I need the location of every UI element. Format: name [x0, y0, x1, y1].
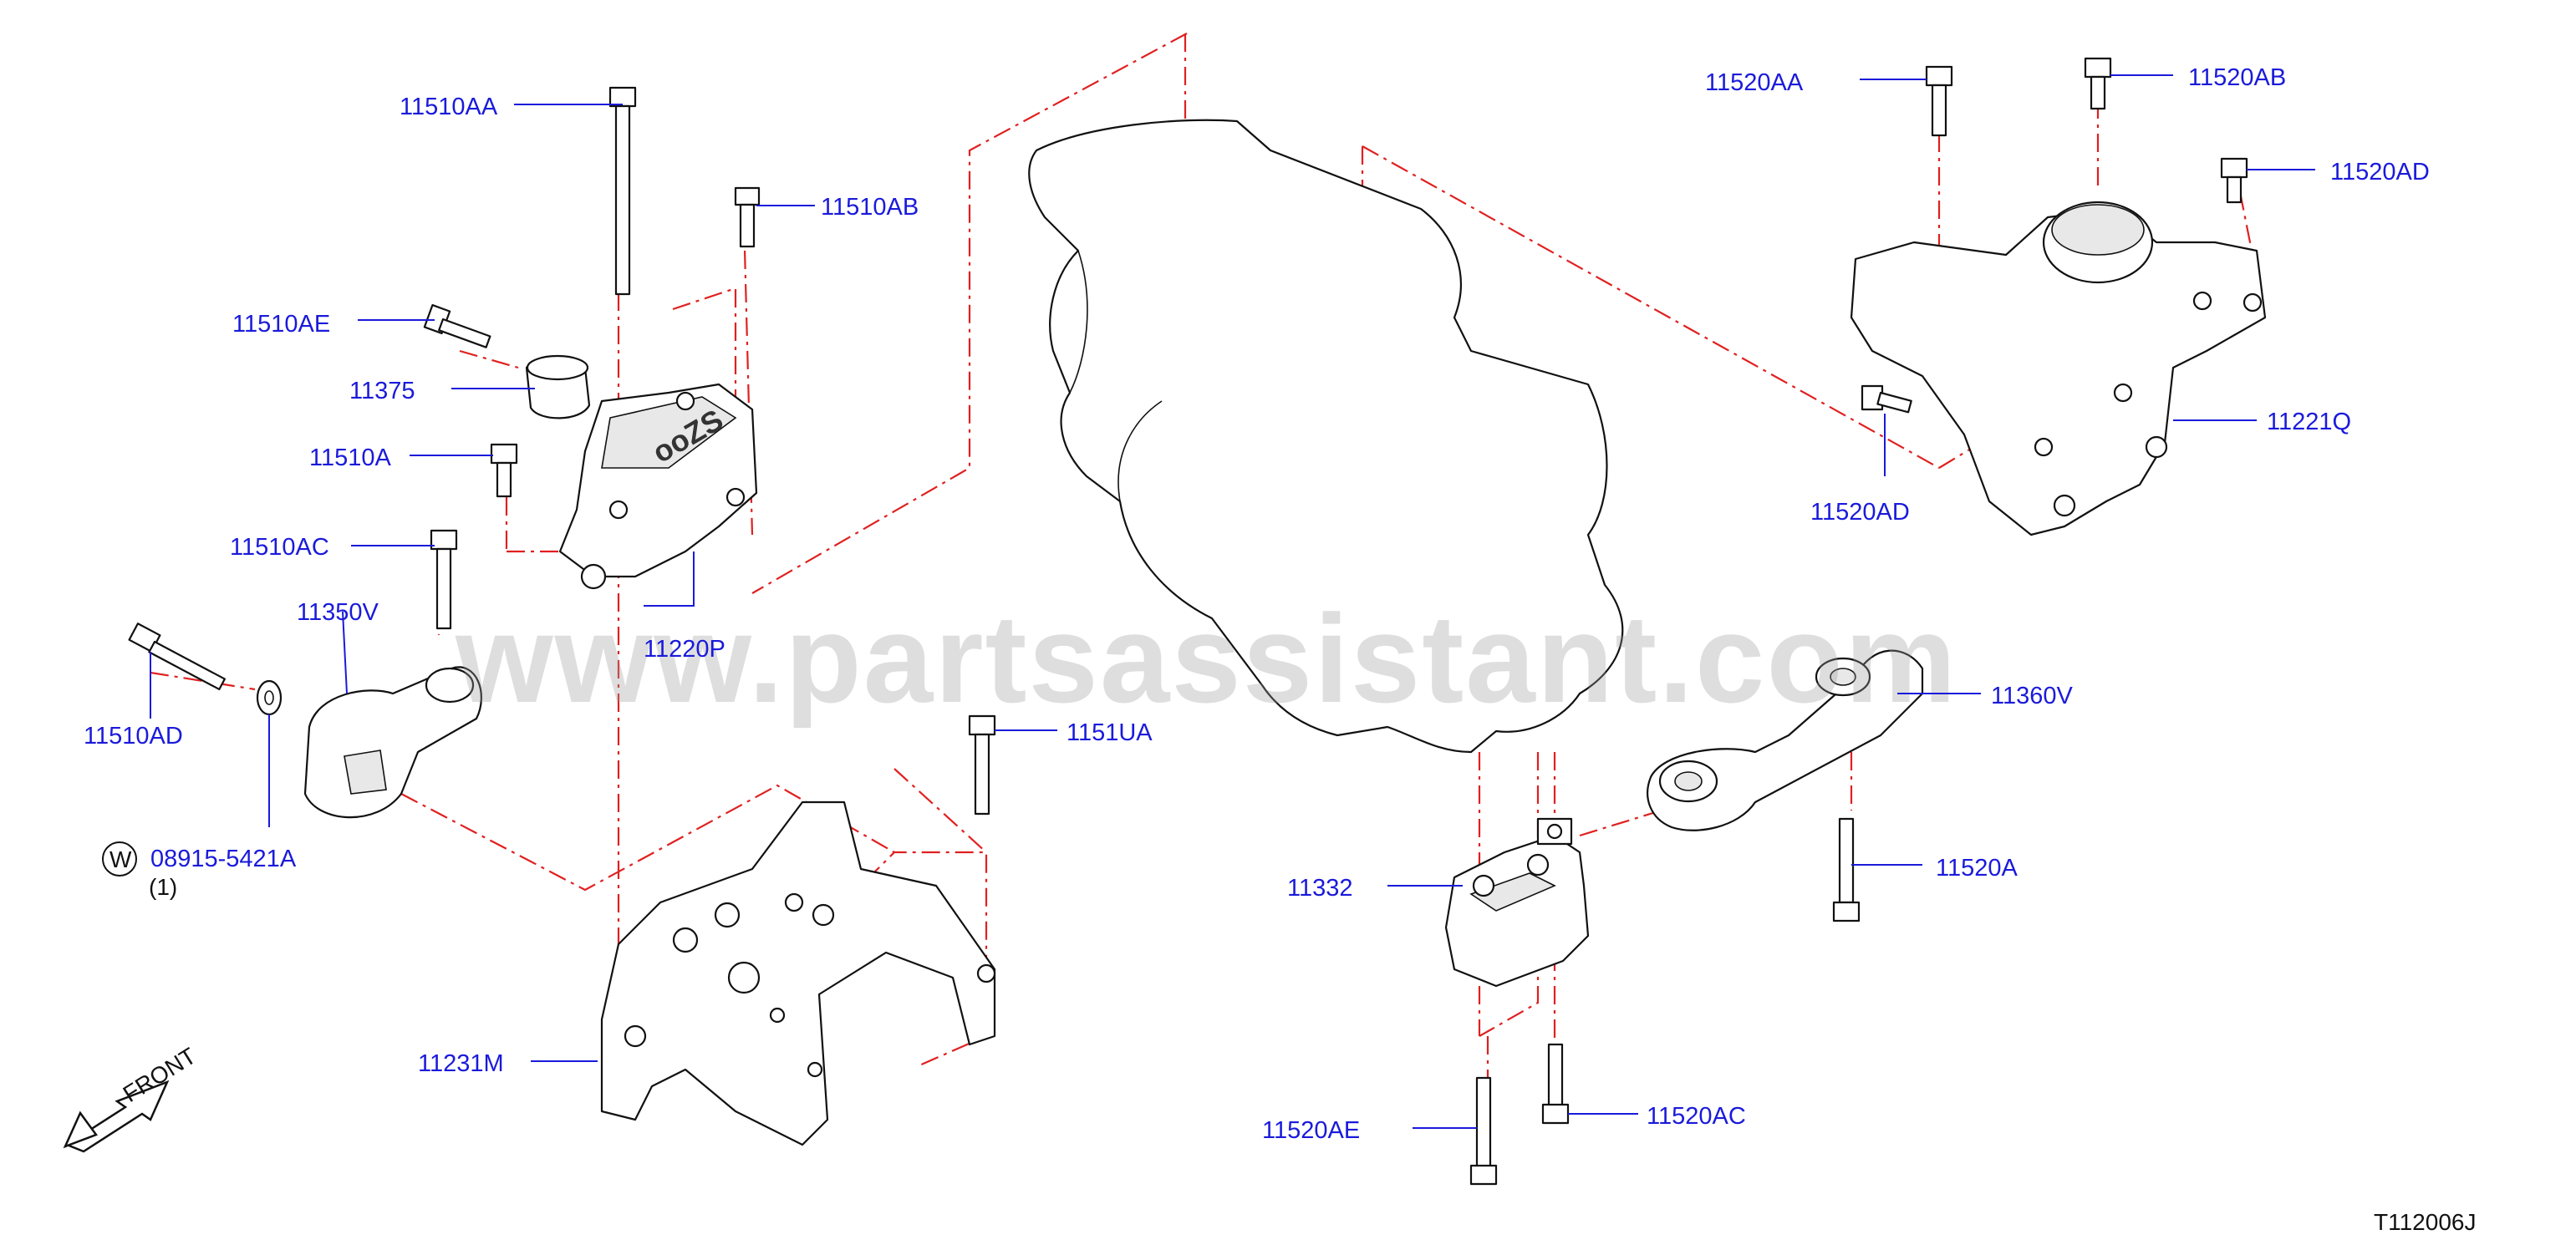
torque-rod-11360v [1647, 649, 1924, 831]
part-labels: 11510AA 11510AB 11510AE 11375 11510A 115… [84, 64, 2430, 1144]
mount-11221q [1850, 201, 2267, 536]
label-08915-5421a: 08915-5421A [150, 846, 297, 872]
bolt-11510ae [423, 303, 491, 348]
bolt-11510ab [734, 186, 761, 248]
washer-symbol-icon: W [102, 841, 137, 877]
mount-insulator-11220p: ooZS [558, 383, 758, 590]
label-11360v: 11360V [1991, 683, 2073, 709]
label-1151ua: 1151UA [1067, 719, 1153, 746]
front-direction-arrow-icon [63, 1080, 170, 1153]
label-11231m: 11231M [418, 1050, 504, 1077]
bushing-11375 [525, 354, 591, 419]
bracket-11231m [600, 800, 996, 1146]
label-11520ad-top: 11520AD [2330, 159, 2430, 185]
label-11350v: 11350V [297, 599, 379, 626]
label-11221q: 11221Q [2267, 409, 2351, 435]
mount-11350v [303, 666, 482, 819]
label-11520a: 11520A [1936, 855, 2018, 882]
bolt-1151ua [968, 714, 996, 816]
label-11520ac: 11520AC [1647, 1103, 1746, 1130]
bolt-11510ad [128, 623, 226, 691]
engine-block-outline [1028, 119, 1624, 754]
bolt-11520ac [1541, 1043, 1570, 1125]
label-11520ab: 11520AB [2188, 64, 2286, 91]
label-11510aa: 11510AA [400, 94, 498, 120]
bolt-11520ab [2084, 57, 2112, 110]
label-11510ac: 11510AC [230, 534, 329, 561]
bolt-11520aa [1925, 65, 1953, 137]
label-11510ae: 11510AE [232, 311, 330, 338]
label-11332: 11332 [1287, 875, 1353, 902]
bolt-11520ad-mid [1861, 384, 1912, 414]
drawing-code: T112006J [2374, 1209, 2476, 1235]
label-11510ad: 11510AD [84, 723, 183, 750]
label-11510ab: 11510AB [821, 194, 919, 221]
bracket-11332 [1444, 817, 1590, 988]
label-11510a: 11510A [309, 445, 391, 471]
label-11220p: 11220P [644, 636, 725, 663]
leader-lines [150, 74, 2315, 1129]
bolt-11510a [490, 443, 518, 498]
washer-08915-5421a [256, 679, 283, 716]
bolt-11520a [1832, 817, 1861, 922]
bolt-11510ac [430, 529, 458, 630]
bolt-11520ae [1469, 1076, 1498, 1186]
bolt-11510aa [608, 86, 637, 296]
bolt-11520ad-top [2220, 157, 2248, 204]
label-11520ad-mid: 11520AD [1810, 499, 1910, 526]
label-11520ae: 11520AE [1262, 1117, 1360, 1144]
label-11375: 11375 [349, 378, 415, 404]
label-08915-quantity: (1) [149, 874, 177, 900]
washer-symbol: W [109, 846, 132, 872]
watermark: www.partsassistant.com [455, 588, 1957, 729]
label-11520aa: 11520AA [1705, 69, 1804, 96]
